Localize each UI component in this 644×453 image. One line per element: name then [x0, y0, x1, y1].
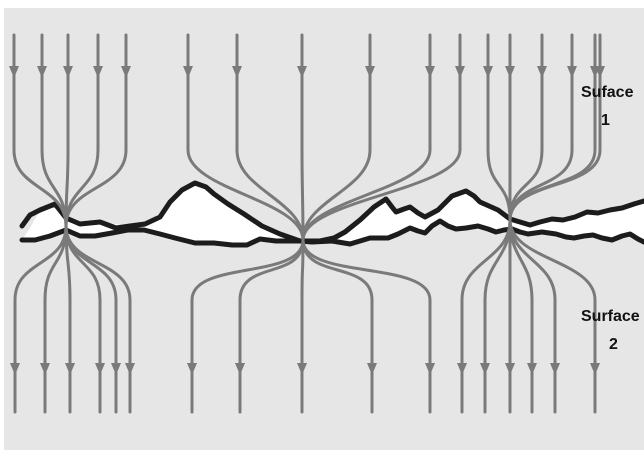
flux-arrow-top-1-4 — [93, 66, 103, 78]
flux-line-incoming-2-1 — [186, 33, 305, 242]
surface-1-label: Suface — [581, 84, 634, 101]
flux-line-incoming-2-3 — [300, 33, 305, 242]
flux-arrow-bottom-2-2 — [235, 363, 245, 375]
flux-arrow-bottom-3-5 — [550, 363, 560, 375]
flux-line-outgoing-2-2 — [238, 238, 305, 414]
flux-arrow-bottom-2-5 — [425, 363, 435, 375]
flux-arrow-bottom-1-4 — [95, 363, 105, 375]
flux-line-incoming-2-6 — [301, 33, 462, 242]
surface-2-number: 2 — [609, 336, 618, 353]
flux-arrow-bottom-3-1 — [457, 363, 467, 375]
flux-arrow-top-3-1 — [483, 66, 493, 78]
flux-arrow-top-2-6 — [455, 66, 465, 78]
flux-line-outgoing-2-3 — [300, 238, 305, 414]
flux-arrow-bottom-2-3 — [297, 363, 307, 375]
flux-arrow-bottom-1-6 — [125, 363, 135, 375]
flux-arrow-top-1-1 — [9, 66, 19, 78]
flux-arrow-bottom-2-4 — [367, 363, 377, 375]
flux-arrow-top-3-4 — [567, 66, 577, 78]
flux-line-incoming-2-4 — [301, 33, 372, 242]
surface-2-profile — [19, 218, 644, 248]
flux-line-outgoing-2-5 — [301, 238, 432, 414]
flux-arrow-top-2-5 — [425, 66, 435, 78]
flux-arrow-top-2-4 — [365, 66, 375, 78]
flux-line-outgoing-3-6 — [508, 218, 597, 414]
flux-arrow-top-3-2 — [505, 66, 515, 78]
flux-arrow-top-3-3 — [537, 66, 547, 78]
flux-lines — [9, 33, 605, 414]
flux-arrow-bottom-2-1 — [187, 363, 197, 375]
surface-1-number: 1 — [601, 112, 610, 129]
flux-arrow-bottom-3-4 — [527, 363, 537, 375]
flux-arrow-top-3-6 — [595, 66, 605, 78]
flux-arrow-bottom-3-3 — [505, 363, 515, 375]
flux-arrow-bottom-3-6 — [590, 363, 600, 375]
flux-arrow-top-2-2 — [232, 66, 242, 78]
flux-line-incoming-3-6 — [508, 33, 602, 222]
flux-arrow-top-1-3 — [63, 66, 73, 78]
flux-arrow-top-1-5 — [121, 66, 131, 78]
flux-line-outgoing-2-1 — [190, 238, 305, 414]
surface-2-label: Surface — [581, 308, 640, 325]
flux-arrow-bottom-3-2 — [480, 363, 490, 375]
flux-arrow-bottom-1-1 — [10, 363, 20, 375]
flux-line-outgoing-1-6 — [64, 224, 132, 414]
flux-arrow-top-1-2 — [37, 66, 47, 78]
surface-interface — [19, 180, 644, 248]
flux-arrow-bottom-1-5 — [111, 363, 121, 375]
flux-arrow-top-2-1 — [183, 66, 193, 78]
flux-arrow-bottom-1-3 — [65, 363, 75, 375]
flux-line-incoming-2-2 — [235, 33, 305, 242]
flux-line-outgoing-2-4 — [301, 238, 374, 414]
flux-arrow-top-2-3 — [297, 66, 307, 78]
flux-arrow-bottom-1-2 — [40, 363, 50, 375]
flux-line-incoming-1-5 — [64, 33, 128, 228]
surface-1-profile — [19, 180, 644, 244]
